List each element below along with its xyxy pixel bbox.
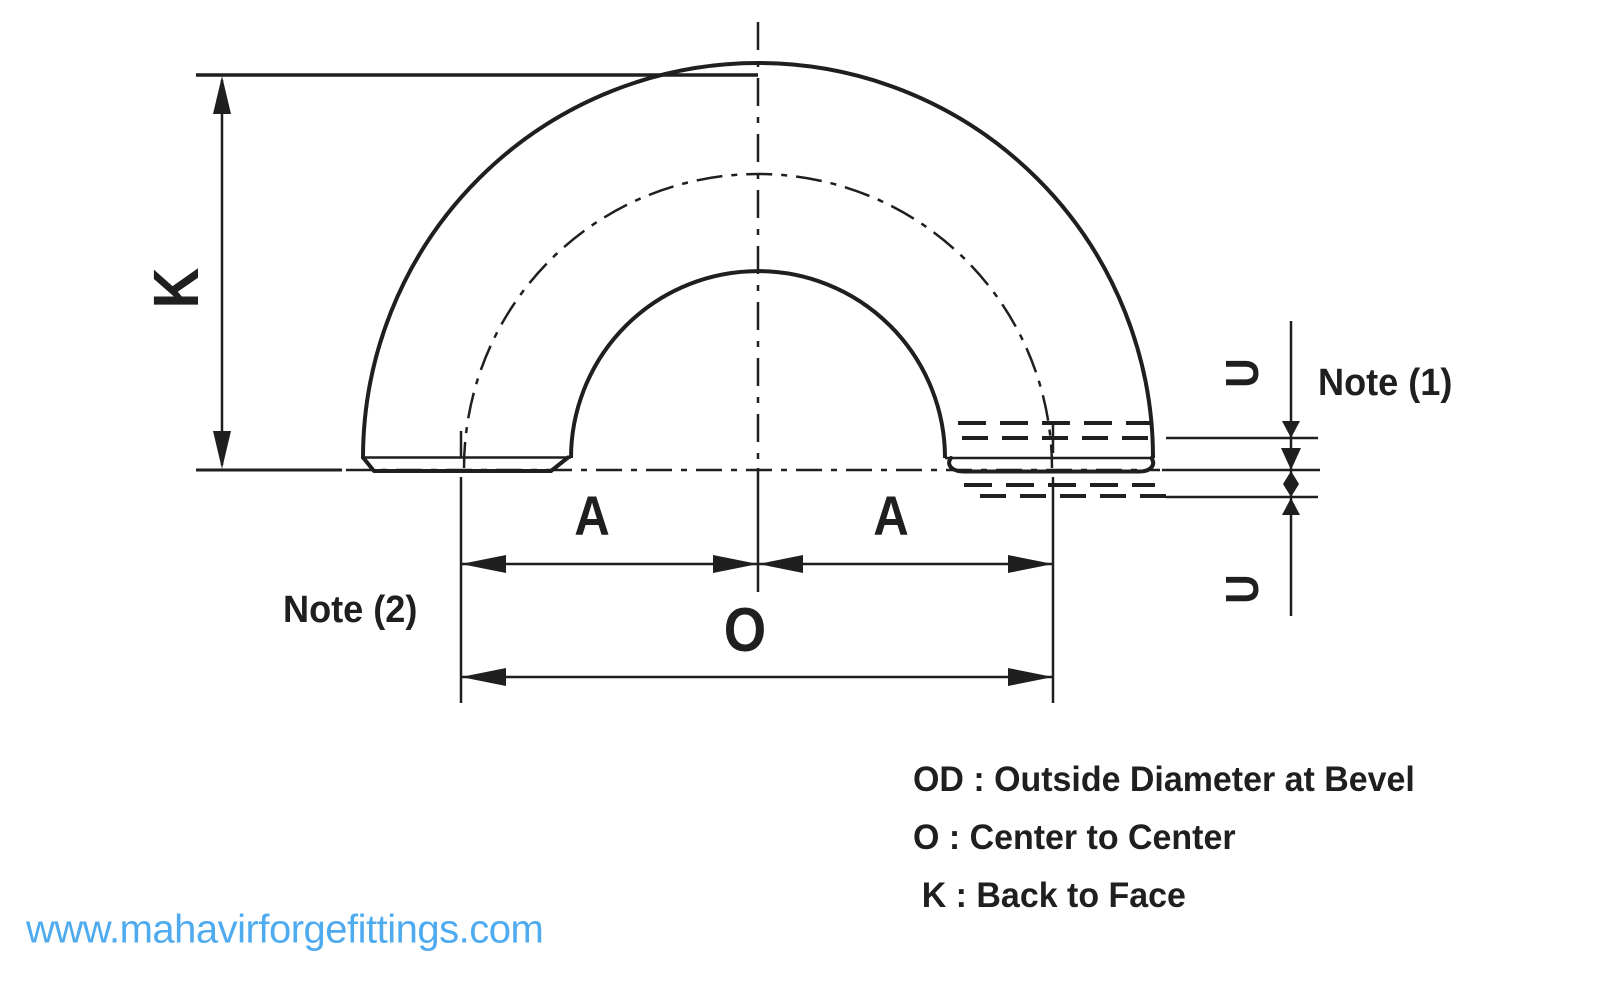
note-2-text: Note (2) xyxy=(283,589,418,631)
watermark-text: www.mahavirforgefittings.com xyxy=(26,907,544,952)
u-arrowheads xyxy=(1281,421,1301,515)
a-o-arrowheads xyxy=(461,555,1053,686)
u-dimension-label-top: U xyxy=(1216,358,1268,388)
o-dimension-label: O xyxy=(723,596,767,665)
a-o-dimensions xyxy=(459,423,1055,703)
k-dimension-label: K xyxy=(140,267,212,309)
a-arrowhead-center-right xyxy=(713,555,758,573)
elbow-body xyxy=(196,61,1166,498)
k-dimension xyxy=(196,76,342,472)
u-arrowhead-up-3 xyxy=(1282,498,1300,515)
legend-line-o: O : Center to Center xyxy=(913,818,1236,857)
note-1-text: Note (1) xyxy=(1318,362,1453,404)
a-dimension-label-left: A xyxy=(574,484,610,547)
u-dimensions xyxy=(1162,321,1320,616)
a-arrowhead-right xyxy=(1008,555,1053,573)
u-arrowhead-up-2 xyxy=(1283,471,1299,484)
legend-line-k: K : Back to Face xyxy=(921,876,1186,915)
legend-line-od: OD : Outside Diameter at Bevel xyxy=(913,760,1415,799)
legend-block: OD : Outside Diameter at Bevel O : Cente… xyxy=(913,751,1415,925)
right-end-face-outline xyxy=(947,456,1156,474)
u-arrowhead-down-3 xyxy=(1283,484,1299,497)
a-arrowhead-left xyxy=(461,555,506,573)
centerlines xyxy=(346,22,1160,592)
a-dimension-label-right: A xyxy=(873,484,909,547)
u-dimension-label-bottom: U xyxy=(1216,574,1268,604)
u-arrowhead-down-1 xyxy=(1282,421,1300,438)
a-arrowhead-center-left xyxy=(758,555,803,573)
k-arrowhead-up xyxy=(213,76,231,114)
o-arrowhead-left xyxy=(461,668,506,686)
k-arrowhead-down xyxy=(213,431,231,469)
o-arrowhead-right xyxy=(1008,668,1053,686)
u-arrowhead-down-2 xyxy=(1281,448,1301,470)
